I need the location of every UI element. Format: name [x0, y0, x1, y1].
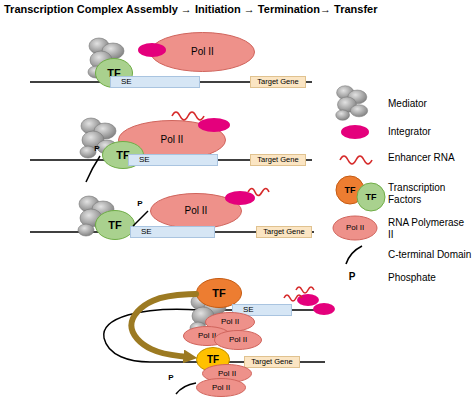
legend-sample-label: TF — [345, 186, 356, 195]
node-label: TF — [108, 220, 121, 231]
dna-strand — [30, 82, 330, 362]
integrator-shape — [225, 191, 255, 205]
node-label: Pol II — [212, 384, 230, 392]
enhancer-box: SE — [128, 154, 218, 166]
enhancer-rna — [248, 189, 269, 196]
node-label: Target Gene — [251, 358, 292, 366]
legend-text: Enhancer RNA — [388, 152, 472, 164]
connector-layer — [131, 294, 196, 357]
node-label: Target Gene — [257, 156, 298, 164]
enhancer-rnas — [172, 112, 314, 301]
polymerase-ellipse: Pol II — [150, 32, 255, 72]
node-shape — [151, 33, 255, 72]
ctd-line — [133, 211, 148, 226]
node-label: TF — [207, 355, 219, 365]
tf-sample — [357, 183, 385, 211]
node-label: Target Gene — [263, 228, 304, 236]
node-label: Pol II — [218, 370, 236, 378]
title-holder: Transcription Complex Assembly → Initiat… — [4, 3, 472, 15]
node-label: Pol II — [221, 318, 239, 326]
phosphate-label: P — [168, 374, 173, 382]
legend-text: Integrator — [388, 126, 472, 138]
integrator-shape — [297, 294, 319, 306]
integrators — [138, 43, 335, 315]
ctd-line — [176, 383, 196, 394]
gene-box: Target Gene — [256, 226, 312, 238]
legend-text: Phosphate — [388, 272, 472, 284]
node-label: SE — [243, 306, 254, 314]
legend-text: C-terminal Domain — [388, 249, 472, 261]
node-shape — [215, 331, 262, 350]
integrator-shape — [138, 43, 166, 57]
legend-sample-label: P — [349, 272, 356, 282]
polymerase-ellipse: Pol II — [214, 330, 262, 350]
gene-box: Target Gene — [250, 76, 306, 88]
gene-box: Target Gene — [250, 154, 306, 166]
node-label: SE — [121, 78, 132, 86]
enhancer-rna — [296, 287, 314, 293]
enhancer-rna — [284, 295, 302, 301]
polymerase-ellipse: Pol II — [150, 193, 242, 229]
integrator-shape — [313, 303, 335, 315]
node-label: Pol II — [161, 135, 184, 145]
legend-sample-label: TF — [366, 193, 377, 202]
legend-text: RNA Polymerase II — [388, 217, 472, 240]
integrator-sample — [341, 125, 369, 139]
node-shape — [197, 379, 246, 397]
pol-ii-sample — [333, 216, 377, 240]
tf-circle: TF — [95, 210, 135, 240]
legend-text: Transcription Factors — [388, 182, 472, 205]
legend-samples — [333, 86, 385, 264]
phosphate-label: P — [137, 200, 142, 208]
node-label: Pol II — [191, 47, 214, 57]
ctd-lines — [86, 156, 196, 394]
transfer-arrow — [131, 294, 196, 357]
mediator-sample — [336, 86, 368, 121]
node-label: Pol II — [229, 336, 247, 344]
ctd-sample — [346, 246, 362, 264]
node-shape — [96, 211, 135, 240]
ctd-line — [86, 156, 100, 182]
enhancer-box: SE — [110, 76, 200, 88]
enhancer-rna-sample — [340, 156, 372, 164]
diagram-title: Transcription Complex Assembly → Initiat… — [4, 3, 472, 15]
node-label: TF — [212, 288, 225, 299]
enhancer-box: SE — [130, 226, 215, 238]
integrator-shape — [198, 118, 230, 132]
polymerase-ellipse: Pol II — [196, 378, 246, 397]
node-shape — [151, 194, 242, 229]
gene-box: Target Gene — [244, 356, 300, 368]
node-label: SE — [139, 156, 150, 164]
phosphate-label: P — [94, 145, 99, 153]
node-label: Target Gene — [257, 78, 298, 86]
node-label: Pol II — [198, 332, 216, 340]
legend-text: Mediator — [388, 98, 472, 110]
enhancer-rna — [172, 112, 204, 120]
legend-sample-label: Pol II — [346, 224, 364, 232]
node-label: SE — [141, 228, 152, 236]
node-label: Pol II — [185, 206, 208, 216]
